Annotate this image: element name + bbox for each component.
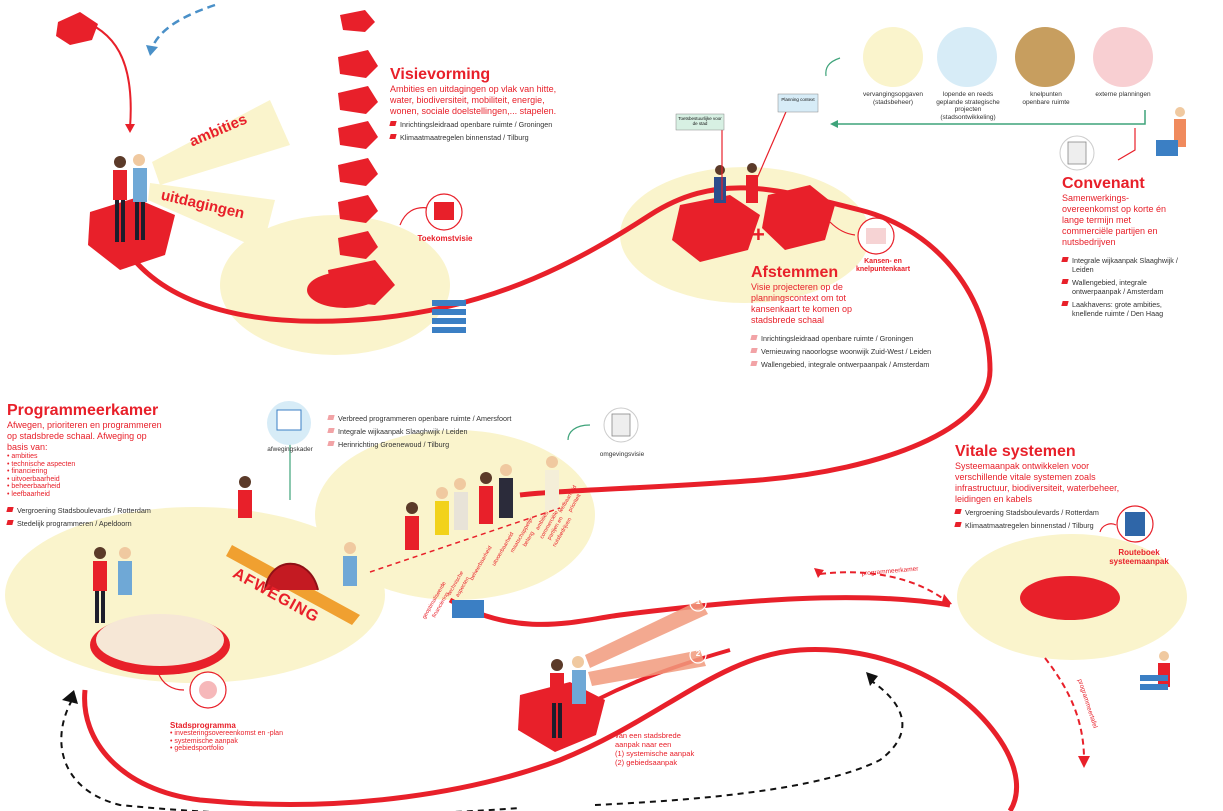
vitale-systemen-block: Vitale systemen Systeemaanpak ontwikkele… <box>955 443 1165 534</box>
svg-text:+: + <box>752 222 765 247</box>
strategische-projecten-circle <box>937 27 997 87</box>
criterion-item: leefbaarheid <box>7 491 207 499</box>
ref-item: Vergroening Stadsboulevards / Rotterdam <box>7 506 207 515</box>
green-arrow-omgevingsvisie <box>567 424 591 441</box>
visievorming-refs: Inrichtingsleidraad openbare ruimte / Gr… <box>390 120 590 142</box>
programmeerkamer-desc: Afwegen, prioriteren en programmeren op … <box>7 420 162 452</box>
aanpak-number-1: 1 <box>695 597 701 606</box>
caption-line: (2) gebiedsaanpak <box>615 758 678 767</box>
ambities-beam <box>152 100 290 185</box>
visievorming-block: Visievorming Ambities en uitdagingen op … <box>390 66 590 146</box>
criterion-item: beheerbaarheid <box>7 483 207 491</box>
knelpunten-circle <box>1015 27 1075 87</box>
middle-refs: Verbreed programmeren openbare ruimte / … <box>328 414 558 453</box>
puzzle-left <box>88 198 175 270</box>
programmeerkamer-title: Programmeerkamer <box>7 402 159 419</box>
black-dashed-loop <box>60 679 904 811</box>
ref-item: Klimaatmaatregelen binnenstad / Tilburg <box>390 133 590 142</box>
external-item-1: vervangingsopgaven (stadsbeheer) <box>863 91 923 106</box>
routeboek-label: Routeboek systeemaanpak <box>1109 548 1169 566</box>
programmeerkamer-block: Programmeerkamer Afwegen, prioriteren en… <box>7 402 207 532</box>
caption-line: aanpak naar een <box>615 740 672 749</box>
people-programmeerkamer <box>93 476 357 623</box>
afstemmen-refs: Inrichtingsleidraad openbare ruimte / Gr… <box>751 334 971 369</box>
stadsprogramma-title: Stadsprogramma <box>170 721 236 730</box>
blue-dashed-arrow <box>150 3 216 49</box>
external-item-3: knelpunten openbare ruimte <box>1022 91 1070 106</box>
programmeerkamer-criteria: ambities technische aspecten financierin… <box>7 453 207 498</box>
omgevingsvisie-label: omgevingsvisie <box>599 451 645 458</box>
programmeerkamer-arrow <box>819 571 946 601</box>
kansenkaart-label: Kansen- en knelpuntenkaart <box>855 258 911 273</box>
outer-loop-path <box>82 647 1020 811</box>
vitale-systemen-desc: Systeemaanpak ontwikkelen voor verschill… <box>955 461 1120 504</box>
bottom-caption: van een stadsbrede aanpak naar een (1) s… <box>615 731 755 767</box>
uitdagingen-beam <box>148 183 275 250</box>
convenant-refs: Integrale wijkaanpak Slaaghwijk / Leiden… <box>1062 256 1187 318</box>
convenant-desc: Samenwerkings-overeenkomst op korte én l… <box>1062 193 1167 247</box>
programmeerkamer-refs: Vergroening Stadsboulevards / Rotterdam … <box>7 506 207 528</box>
afstemmen-title: Afstemmen <box>751 264 839 281</box>
ref-item: Wallengebied, integrale ontwerpaanpak / … <box>1062 278 1187 296</box>
programmeertafel-arrow <box>1044 657 1085 757</box>
vitale-table <box>1020 576 1120 620</box>
convenant-block: Convenant Samenwerkings-overeenkomst op … <box>1062 175 1212 322</box>
blue-books <box>432 140 1178 690</box>
people-stakeholders <box>405 456 559 550</box>
stadsprogramma-items: investeringsovereenkomst en -plan system… <box>170 730 330 753</box>
ref-item: Laakhavens: grote ambities, knellende ru… <box>1062 300 1187 318</box>
visie-table <box>307 272 383 308</box>
ref-item: Vergroening Stadsboulevards / Rotterdam <box>955 508 1165 517</box>
caption-line: (1) systemische aanpak <box>615 749 695 758</box>
afwegingskader-label: afwegingskader <box>267 446 313 453</box>
ref-item: Integrale wijkaanpak Slaaghwijk / Leiden <box>328 427 558 436</box>
ref-item: Inrichtingsleidraad openbare ruimte / Gr… <box>751 334 971 343</box>
afstemmen-block: Afstemmen Visie projecteren op de planni… <box>751 264 971 373</box>
vervangingsopgaven-circle <box>863 27 923 87</box>
people-left <box>113 154 147 242</box>
caption-line: van een stadsbrede <box>615 731 681 740</box>
ref-item: Herinrichting Groenewoud / Tilburg <box>328 440 558 449</box>
ref-item: Integrale wijkaanpak Slaaghwijk / Leiden <box>1062 256 1187 274</box>
top-puzzle <box>56 12 98 45</box>
ref-item: Stedelijk programmeren / Apeldoorn <box>7 519 207 528</box>
external-item-2: lopende en reeds geplande strategische p… <box>936 91 1000 121</box>
afstemmen-desc: Visie projecteren op de planningscontext… <box>751 282 853 325</box>
stadsprogramma-item: gebiedsportfolio <box>170 745 330 753</box>
toekomstvisie-label: Toekomstvisie <box>417 234 473 243</box>
criterion-item: technische aspecten <box>7 461 207 469</box>
stadsprogramma-item: systemische aanpak <box>170 738 330 746</box>
criterion-item: financiering <box>7 468 207 476</box>
green-arrow-planning <box>838 110 1146 125</box>
ref-item: Vernieuwing naoorlogse woonwijk Zuid-Wes… <box>751 347 971 356</box>
sign-planning: Planning context <box>781 97 815 102</box>
visievorming-title: Visievorming <box>390 66 491 83</box>
vitale-systemen-title: Vitale systemen <box>955 443 1076 460</box>
sign-toetsing: Toetsbestuurlijke voor de stad <box>678 116 722 126</box>
green-arrow-top <box>825 57 841 77</box>
ref-item: Wallengebied, integrale ontwerpaanpak / … <box>751 360 971 369</box>
ref-item: Inrichtingsleidraad openbare ruimte / Gr… <box>390 120 590 129</box>
criterion-item: uitvoerbaarheid <box>7 476 207 484</box>
convenant-title: Convenant <box>1062 175 1145 192</box>
externe-planningen-circle <box>1093 27 1153 87</box>
lower-process-path <box>448 595 951 627</box>
main-process-path <box>117 185 993 498</box>
external-item-4: externe planningen <box>1095 91 1151 98</box>
ref-item: Verbreed programmeren openbare ruimte / … <box>328 414 558 423</box>
stadsprogramma-item: investeringsovereenkomst en -plan <box>170 730 330 738</box>
aanpak-number-2: 2 <box>695 649 701 658</box>
criterion-item: ambities <box>7 453 207 461</box>
visievorming-desc: Ambities en uitdagingen op vlak van hitt… <box>390 84 557 116</box>
people-bottom <box>550 656 586 738</box>
vitale-systemen-refs: Vergroening Stadsboulevards / Rotterdam … <box>955 508 1165 530</box>
ref-item: Klimaatmaatregelen binnenstad / Tilburg <box>955 521 1165 530</box>
stadsprogramma-block: Stadsprogramma investeringsovereenkomst … <box>170 721 330 753</box>
